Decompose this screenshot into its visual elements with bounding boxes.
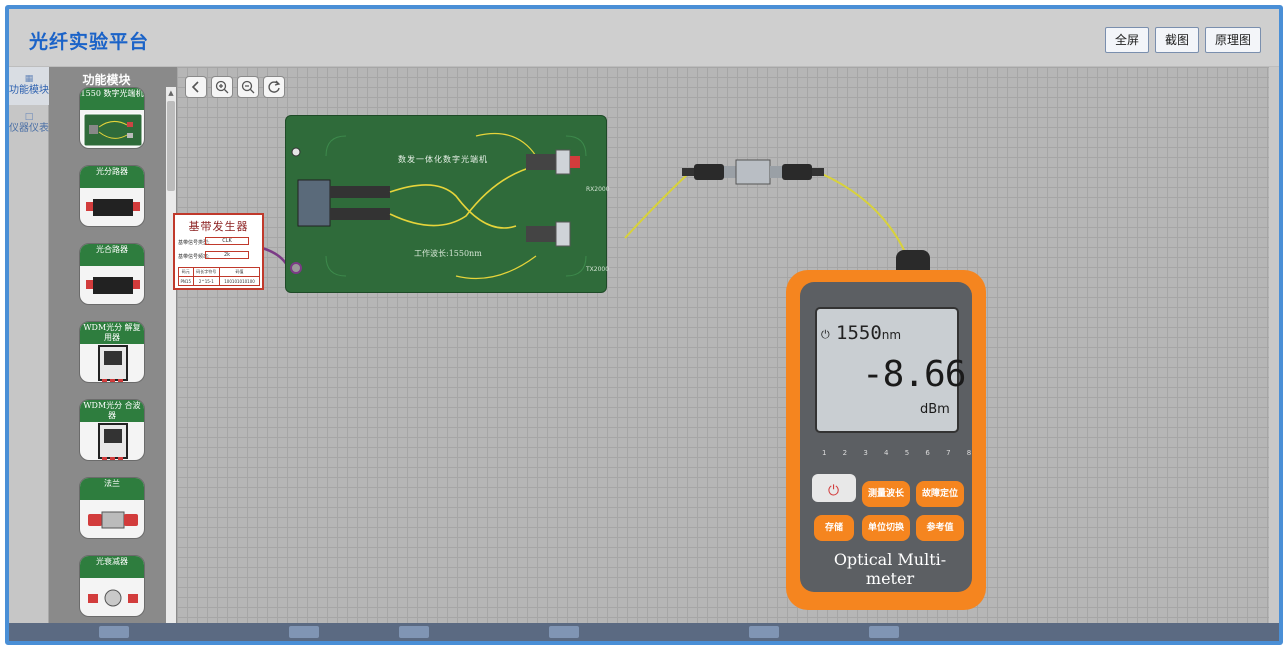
refresh-icon[interactable] — [263, 76, 285, 98]
wdm-demux-icon — [98, 345, 128, 382]
scrollbar-thumb[interactable] — [167, 101, 175, 191]
fiber-flange-connector[interactable] — [682, 156, 824, 190]
table-header-cell: 码长字符号 — [192, 267, 221, 277]
power-button-icon[interactable]: ⏻ — [828, 483, 840, 499]
lcd-wavelength-value: 1550 — [836, 322, 882, 344]
tab-function-modules[interactable]: ▦ 功能模块 — [9, 67, 49, 105]
table-cell: 100101010100 — [219, 276, 260, 286]
module-card-attenuator[interactable]: 光衰减器 — [79, 555, 145, 617]
module-card-label: 光衰减器 — [80, 556, 144, 578]
schematic-button[interactable]: 原理图 — [1204, 27, 1261, 53]
module-card-label: WDM光分 合波器 — [80, 400, 144, 422]
module-card-wdm-mux[interactable]: WDM光分 合波器 — [79, 399, 145, 461]
module-panel: 功能模块 1550 数字光端机 光分路器 — [49, 67, 177, 627]
module-card-label: 光合路器 — [80, 244, 144, 266]
module-card-flange[interactable]: 法兰 — [79, 477, 145, 539]
transceiver-board-icon — [83, 113, 143, 147]
taskbar-item[interactable] — [549, 626, 579, 638]
fullscreen-button[interactable]: 全屏 — [1104, 27, 1149, 53]
meter-icon: □ — [24, 112, 34, 122]
tab-instruments[interactable]: □ 仪器仪表 — [9, 105, 49, 143]
back-icon[interactable] — [185, 76, 207, 98]
store-button[interactable]: 存储 — [814, 515, 854, 541]
table-cell: PN15 — [178, 276, 194, 286]
meter-brand-label: Optical Multi-meter — [833, 550, 947, 588]
app-title: 光纤实验平台 — [29, 31, 150, 53]
tx-port-label: TX2000 — [586, 266, 610, 273]
grid-icon: ▦ — [24, 74, 34, 84]
rx-port-label: RX2000 — [586, 186, 610, 193]
module-card-label: 法兰 — [80, 478, 144, 500]
module-card-label: 1550 数字光端机 — [80, 88, 144, 110]
module-card-label: 光分路器 — [80, 166, 144, 188]
baseband-signal-generator[interactable]: 基带发生器 基带信号类型: CLK 基带信号频率: 2k 码元 码长字符号 码值… — [173, 213, 264, 290]
reference-value-button[interactable]: 参考值 — [916, 515, 964, 541]
board-wavelength: 工作波长:1550nm — [414, 249, 482, 258]
top-toolbar: 全屏 截图 原理图 — [1104, 27, 1261, 53]
module-card-wdm-demux[interactable]: WDM光分 解复用器 — [79, 321, 145, 383]
module-panel-scrollbar[interactable]: ▲ — [166, 87, 176, 627]
module-panel-title: 功能模块 — [82, 73, 131, 87]
unit-switch-button[interactable]: 单位切换 — [862, 515, 910, 541]
wdm-mux-icon — [98, 423, 128, 460]
signal-generator-title: 基带发生器 — [188, 220, 249, 233]
measure-wavelength-button[interactable]: 测量波长 — [862, 481, 910, 507]
canvas-right-edge — [1269, 67, 1279, 627]
signal-frequency-value[interactable]: 2k — [205, 251, 249, 259]
os-taskbar — [9, 623, 1279, 641]
board-title: 数发一体化数字光端机 — [398, 155, 488, 164]
lcd-wavelength-unit: nm — [881, 328, 902, 342]
signal-type-label: 基带信号类型: — [178, 240, 210, 246]
tab-function-modules-label: 功能模块 — [9, 85, 49, 96]
module-card-splitter[interactable]: 光分路器 — [79, 165, 145, 227]
signal-code-table: 码元 码长字符号 码值 PN15 2^15-1 100101010100 — [178, 267, 260, 286]
lcd-reading: -8.66 — [862, 354, 966, 395]
table-header-cell: 码元 — [178, 267, 194, 277]
signal-frequency-label: 基带信号频率: — [178, 254, 210, 260]
combiner-icon — [86, 277, 140, 294]
zoom-in-icon[interactable] — [211, 76, 233, 98]
optical-transceiver-board[interactable]: 数发一体化数字光端机 工作波长:1550nm RX2000 TX2000 — [285, 115, 610, 293]
zoom-out-icon[interactable] — [237, 76, 259, 98]
canvas-toolbar — [185, 76, 285, 98]
taskbar-item[interactable] — [399, 626, 429, 638]
lcd-wavelength: 1550nm — [836, 322, 901, 344]
top-bar: 光纤实验平台 全屏 截图 原理图 — [9, 9, 1279, 67]
signal-type-value[interactable]: CLK — [205, 237, 249, 245]
button-number-row: 1 2 3 4 5 6 7 8 — [822, 449, 979, 457]
tab-instruments-label: 仪器仪表 — [9, 123, 49, 134]
lcd-unit: dBm — [920, 402, 950, 417]
table-header-cell: 码值 — [219, 267, 260, 277]
taskbar-item[interactable] — [289, 626, 319, 638]
splitter-icon — [86, 199, 140, 216]
screenshot-button[interactable]: 截图 — [1154, 27, 1199, 53]
table-cell: 2^15-1 — [192, 276, 221, 286]
module-card-label: WDM光分 解复用器 — [80, 322, 144, 344]
left-tab-bar: ▦ 功能模块 □ 仪器仪表 — [9, 67, 49, 627]
scroll-up-icon[interactable]: ▲ — [168, 89, 174, 97]
flange-icon — [88, 511, 138, 529]
module-card-combiner[interactable]: 光合路器 — [79, 243, 145, 305]
lcd-power-icon: ⏻ — [821, 328, 830, 341]
fault-locate-button[interactable]: 故障定位 — [916, 481, 964, 507]
taskbar-item[interactable] — [749, 626, 779, 638]
taskbar-item[interactable] — [99, 626, 129, 638]
attenuator-icon — [88, 589, 138, 607]
taskbar-item[interactable] — [869, 626, 899, 638]
module-card-optical-transceiver[interactable]: 1550 数字光端机 — [79, 87, 145, 149]
